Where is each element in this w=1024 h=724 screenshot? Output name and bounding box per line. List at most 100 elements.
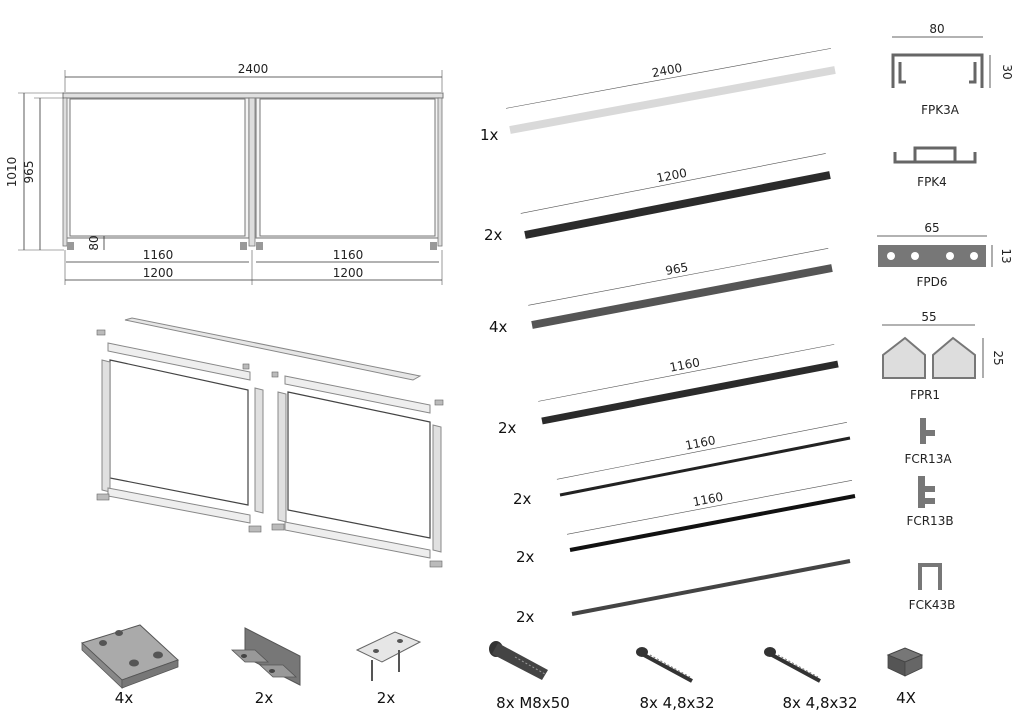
exploded-foot — [271, 523, 285, 531]
section-fpk3a-height: 30 — [1000, 64, 1014, 79]
section-hole — [911, 252, 919, 260]
section-fck43b-code: FCK43B — [909, 598, 956, 612]
hardware-qty: 8x 4,8x32 — [782, 694, 857, 712]
profile-dim-line — [520, 153, 826, 214]
section-fpd6-code: FPD6 — [916, 275, 947, 289]
profile-bar — [569, 494, 856, 552]
sections-list: 80 30 FPK3A FPK4 65 13 FPD6 55 — [877, 22, 1014, 612]
profile-bar — [541, 360, 839, 425]
exploded-foot — [248, 525, 262, 533]
section-fpd6-width: 65 — [924, 221, 939, 235]
dim-glass-width-left: 1160 — [143, 248, 174, 262]
hardware-qty: 4X — [896, 689, 916, 707]
panel-left-glass — [69, 98, 246, 237]
exploded-middle-post — [254, 387, 264, 514]
hardware-qty: 2x — [377, 689, 396, 707]
screw-icon — [636, 647, 693, 683]
profile-length: 1200 — [655, 166, 688, 186]
panel-right-glass — [259, 98, 436, 237]
foot — [67, 242, 74, 250]
dim-total-width: 2400 — [238, 62, 269, 76]
top-rail — [62, 92, 444, 99]
end-cap-icon — [886, 647, 924, 677]
dim-panel-width-right: 1200 — [333, 266, 364, 280]
profile-qty: 2x — [484, 226, 503, 244]
profile-length: 1160 — [668, 355, 701, 375]
section-fcr13b-code: FCR13B — [906, 514, 953, 528]
section-fck43b: FCK43B — [909, 563, 956, 612]
section-hole — [970, 252, 978, 260]
dim-glass-width-right: 1160 — [333, 248, 364, 262]
dim-glass-height: 965 — [22, 161, 36, 184]
section-hole — [887, 252, 895, 260]
exploded-right-post — [432, 424, 442, 553]
exploded-cap — [242, 363, 250, 370]
profile-bar — [559, 436, 851, 497]
exploded-right-top-profile — [284, 375, 431, 414]
section-fcr13b: FCR13B — [906, 476, 954, 528]
profile-qty: 2x — [516, 608, 535, 626]
post-right — [437, 97, 443, 247]
dim-total-height: 1010 — [5, 157, 19, 188]
exploded-foot — [96, 493, 110, 501]
section-fpk4-shape — [893, 146, 977, 164]
connector-plate-icon — [355, 631, 422, 681]
section-fpk3a-shape — [891, 53, 984, 88]
bolt-icon — [489, 641, 548, 680]
profile-bar — [571, 559, 851, 616]
profile-qty: 2x — [516, 548, 535, 566]
exploded-left-bottom-profile — [107, 487, 251, 524]
exploded-left-post — [101, 359, 111, 493]
exploded-foot — [429, 560, 443, 568]
section-fpr1-shape — [882, 336, 976, 379]
post-middle — [248, 97, 256, 247]
profile-bar — [509, 66, 836, 134]
profile-dim-line — [505, 48, 832, 109]
base-plate-icon — [81, 624, 179, 689]
exploded-left-glass — [109, 359, 249, 506]
profile-length: 1160 — [692, 490, 725, 509]
foot — [256, 242, 263, 250]
front-view: 2400 1010 965 80 — [5, 62, 444, 285]
exploded-top-rail — [124, 317, 422, 381]
profile-dim-line — [538, 344, 835, 402]
section-fpd6-height: 13 — [999, 248, 1013, 263]
profile-bar — [524, 171, 831, 239]
exploded-view — [96, 317, 444, 568]
section-fpr1: 55 25 FPR1 — [882, 310, 1005, 402]
section-fck43b-shape — [918, 563, 942, 590]
screw-icon — [764, 647, 821, 683]
profile-qty: 4x — [489, 318, 508, 336]
hardware-qty: 8x 4,8x32 — [639, 694, 714, 712]
exploded-right-left-post — [277, 391, 287, 523]
post-left — [62, 97, 68, 247]
section-fpr1-code: FPR1 — [910, 388, 940, 402]
profile-dim-line — [528, 248, 829, 306]
hardware-qty: 8x M8x50 — [496, 694, 570, 712]
dim-panel-width-left: 1200 — [143, 266, 174, 280]
exploded-cap — [271, 371, 279, 378]
section-fpk4: FPK4 — [893, 146, 977, 189]
hardware-qty: 2x — [255, 689, 274, 707]
profile-bar — [531, 264, 833, 329]
angle-bracket-icon — [230, 627, 301, 686]
section-fpk3a: 80 30 FPK3A — [891, 22, 1014, 117]
profile-dim-line — [556, 422, 847, 480]
foot — [430, 242, 437, 250]
hardware-row: 4x 2x 2x 8x M8x50 — [81, 624, 924, 712]
dim-bottom-gap: 80 — [87, 235, 101, 250]
profile-qty: 2x — [498, 419, 517, 437]
section-fpk4-code: FPK4 — [917, 175, 947, 189]
section-fpd6: 65 13 FPD6 — [877, 221, 1013, 289]
foot — [240, 242, 247, 250]
section-fcr13a-shape — [920, 418, 935, 444]
section-fpr1-width: 55 — [921, 310, 936, 324]
exploded-cap — [434, 399, 444, 406]
exploded-right-bottom-profile — [284, 521, 431, 559]
hardware-qty: 4x — [115, 689, 134, 707]
section-fpk3a-code: FPK3A — [921, 103, 960, 117]
profile-length: 965 — [664, 260, 689, 278]
section-fpr1-height: 25 — [991, 350, 1005, 365]
